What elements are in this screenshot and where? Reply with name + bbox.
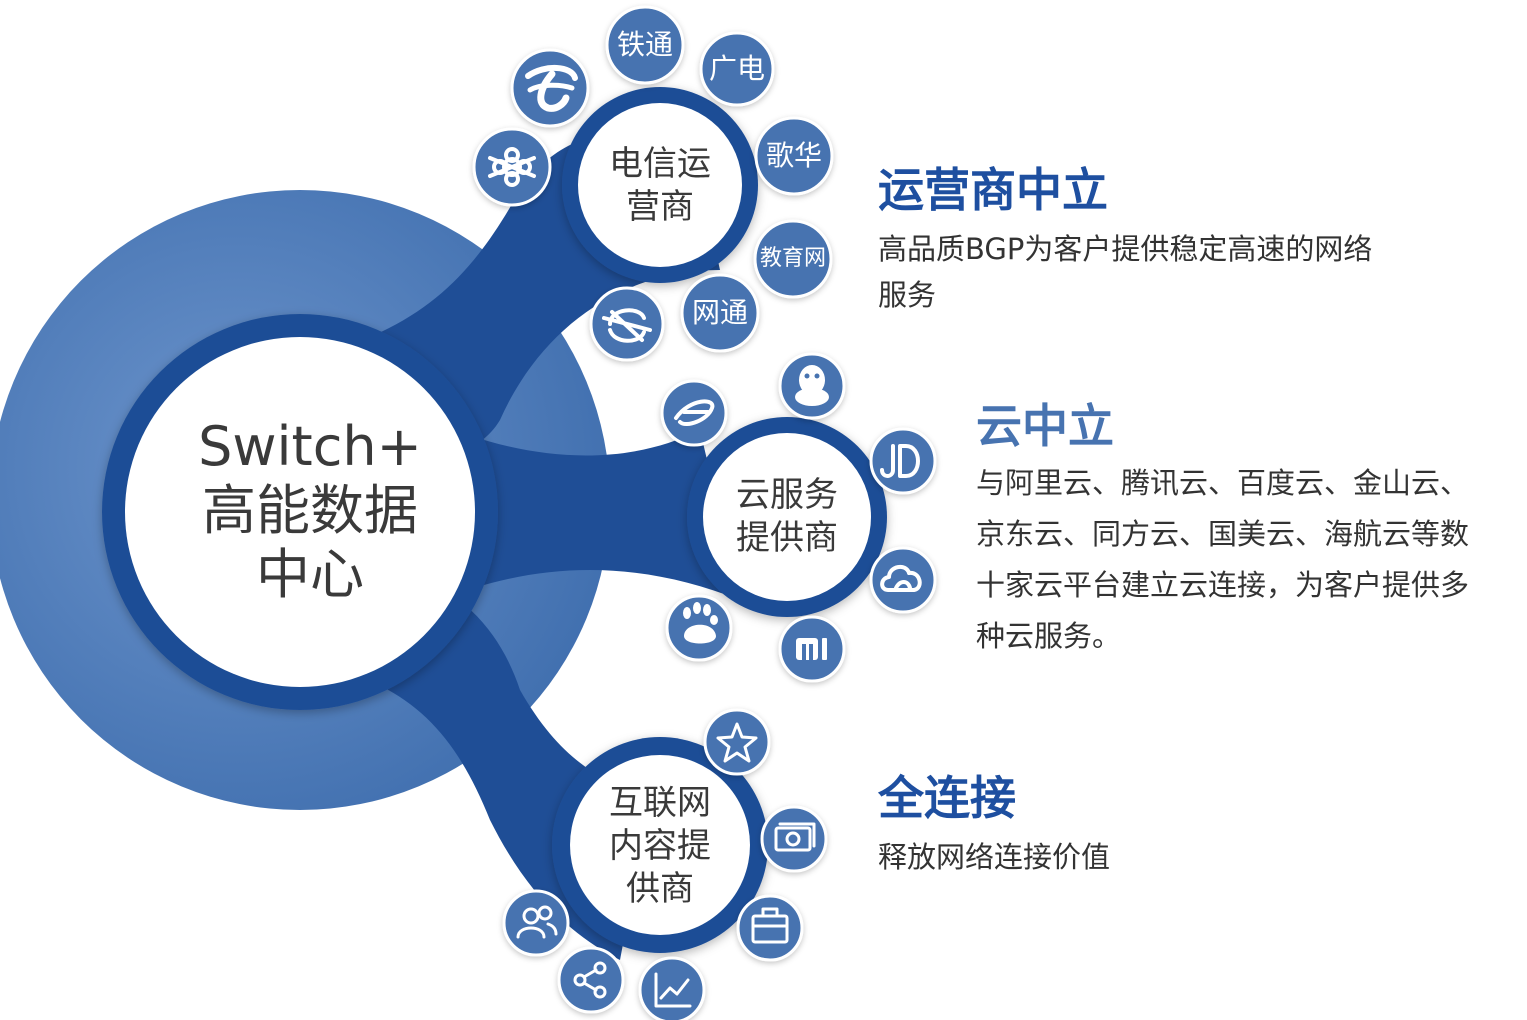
china-telecom-logo-icon — [525, 65, 578, 112]
telecom-hub-label: 电信运 营商 — [590, 143, 730, 229]
star-bubble — [703, 708, 771, 776]
wangtong-label: 网通 — [691, 296, 748, 329]
china-unicom-logo-icon — [488, 147, 536, 187]
telecom-hub-line2: 营商 — [626, 187, 694, 227]
carrier-desc-line1: 高品质BGP为客户提供稳定高速的网络 — [878, 232, 1373, 266]
qq-penguin-icon — [795, 365, 829, 406]
cloud-desc-line4: 种云服务。 — [976, 619, 1122, 653]
cloud-desc-line3: 十家云平台建立云连接，为客户提供多 — [976, 568, 1470, 602]
baidu-paw-icon — [683, 602, 718, 644]
carrier-neutral-desc: 高品质BGP为客户提供稳定高速的网络 服务 — [878, 226, 1498, 318]
telecom-hub-line1: 电信运 — [609, 144, 711, 184]
cloud-icon — [880, 564, 922, 592]
cloud-desc-line1: 与阿里云、腾讯云、百度云、金山云、 — [976, 466, 1470, 500]
center-circle — [125, 337, 475, 687]
center-line2: 高能数据 — [202, 479, 418, 542]
telecom-bubbles — [472, 5, 834, 362]
jd-logo-icon — [880, 444, 920, 478]
mi-logo-icon — [796, 638, 827, 660]
center-line3: 中心 — [256, 543, 364, 606]
money-bubble — [760, 805, 828, 873]
full-connect-desc: 释放网络连接价值 — [878, 834, 1478, 880]
chart-icon — [654, 972, 692, 1008]
cloud-desc-line2: 京东云、同方云、国美云、海航云等数 — [976, 517, 1470, 551]
jiaoyuwang-label: 教育网 — [759, 246, 826, 271]
briefcase-bubble — [736, 894, 804, 962]
carrier-neutral-title: 运营商中立 — [878, 163, 1108, 217]
users-icon — [516, 905, 558, 939]
internet-hub-label: 互联网 内容提 供商 — [585, 782, 735, 911]
full-connect-title: 全连接 — [878, 771, 1016, 825]
share-icon — [573, 961, 607, 999]
cloud-hub-line2: 提供商 — [736, 518, 838, 558]
carrier-desc-line2: 服务 — [878, 278, 937, 312]
gehua-label: 歌华 — [765, 139, 822, 172]
share-bubble — [557, 946, 625, 1014]
internet-hub-line2: 内容提 — [609, 826, 711, 866]
tietong-bubble — [605, 5, 685, 85]
cloud-hub-label: 云服务 提供商 — [717, 474, 857, 560]
briefcase-icon — [751, 907, 789, 944]
tietong-label: 铁通 — [616, 28, 673, 61]
alibaba-logo-icon — [674, 399, 715, 427]
internet-hub-line1: 互联网 — [609, 783, 711, 823]
connect-desc-line1: 释放网络连接价值 — [878, 840, 1111, 874]
internet-hub-circle — [570, 755, 750, 935]
cloud-service-bubble — [869, 546, 937, 614]
cloud-neutral-desc: 与阿里云、腾讯云、百度云、金山云、 京东云、同方云、国美云、海航云等数 十家云平… — [976, 458, 1521, 662]
carrier-neutral-section: 运营商中立 高品质BGP为客户提供稳定高速的网络 服务 — [878, 162, 1498, 318]
guangdian-bubble — [699, 31, 775, 107]
center-label: Switch+ 高能数据 中心 — [140, 415, 480, 607]
china-mobile-logo-icon — [602, 308, 652, 343]
star-icon — [716, 722, 758, 763]
jd-bubble — [869, 427, 937, 495]
center-line1: Switch+ — [198, 415, 422, 478]
guangdian-label: 广电 — [708, 52, 765, 85]
cloud-neutral-title: 云中立 — [976, 399, 1114, 453]
telecom-hub-circle — [578, 103, 742, 267]
full-connect-section: 全连接 释放网络连接价值 — [878, 770, 1478, 880]
jiaoyuwang-bubble — [753, 219, 833, 299]
china-telecom-bubble — [510, 48, 590, 128]
cloud-neutral-section: 云中立 与阿里云、腾讯云、百度云、金山云、 京东云、同方云、国美云、海航云等数 … — [976, 398, 1521, 662]
cloud-hub-line1: 云服务 — [736, 475, 838, 515]
users-bubble — [502, 889, 570, 957]
gehua-bubble — [754, 116, 834, 196]
internet-hub-line3: 供商 — [626, 869, 694, 909]
wangtong-bubble — [680, 273, 760, 353]
money-icon — [774, 822, 816, 852]
cloud-hub-circle — [703, 433, 871, 601]
